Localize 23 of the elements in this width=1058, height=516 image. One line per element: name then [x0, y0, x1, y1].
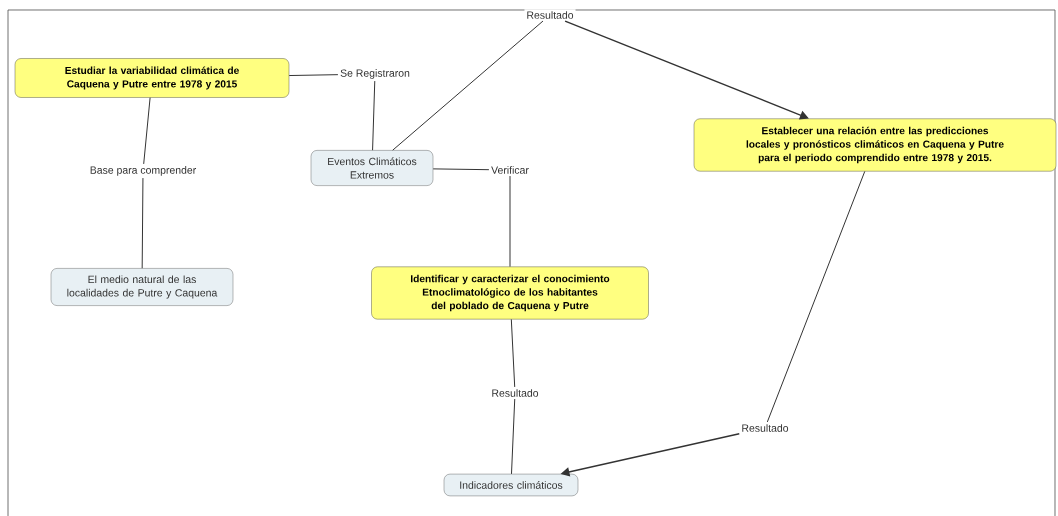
linking-phrase: Verificar — [489, 164, 531, 176]
objective-box: Establecer una relación entre las predicciones locales y pronósticos climáticos en Caquena y Putre para el periodo comprendido entre 1978 y 2015. — [693, 118, 1057, 172]
linking-phrase: Base para comprender — [87, 164, 199, 178]
concept-box: Indicadores climáticos — [443, 473, 579, 497]
arrow — [564, 20, 809, 120]
connector-line — [509, 175, 511, 268]
connector-line — [392, 20, 544, 151]
connector-line — [511, 398, 516, 475]
connector-line — [432, 168, 490, 171]
connector-line — [766, 170, 866, 423]
concept-box: El medio natural de las localidades de Putre y Caquena — [50, 268, 234, 306]
connector-line — [143, 97, 151, 165]
connector-line — [141, 177, 144, 269]
connector-line — [372, 80, 376, 151]
linking-phrase: Se Registraron — [338, 67, 412, 81]
objective-box: Identificar y caracterizar el conocimiento Etnoclimatológico de los habitantes del poblado de Caquena y Putre — [371, 266, 649, 320]
concept-box: Eventos Climáticos Extremos — [310, 150, 434, 186]
connector-line — [288, 74, 339, 77]
linking-phrase: Resultado — [739, 422, 791, 434]
objective-box: Estudiar la variabilidad climática de Caquena y Putre entre 1978 y 2015 — [14, 58, 290, 98]
connector-line — [510, 318, 516, 388]
linking-phrase: Resultado — [489, 387, 541, 399]
linking-phrase: Resultado — [524, 9, 576, 21]
